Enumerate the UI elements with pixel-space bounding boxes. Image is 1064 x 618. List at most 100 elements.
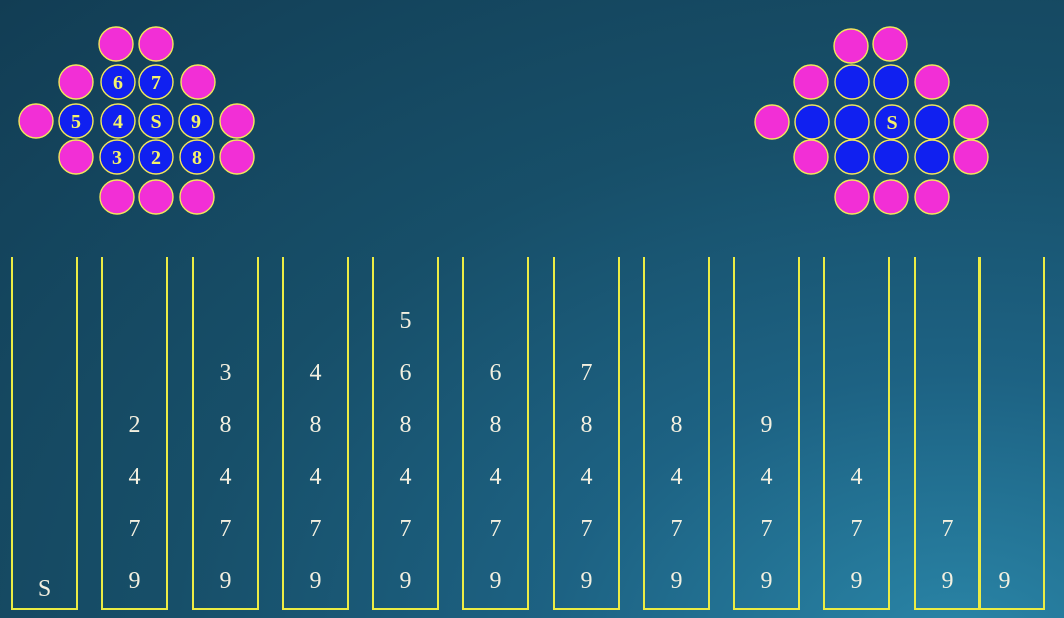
blue-circle [138, 103, 174, 139]
column-value: 7 [490, 516, 502, 542]
blue-circle [834, 64, 870, 100]
pink-circle [914, 64, 950, 100]
left-cell-pink [179, 179, 215, 215]
right-cell-blue [914, 139, 950, 175]
right-cell-pink [834, 179, 870, 215]
pink-circle [793, 64, 829, 100]
cell-label: 4 [113, 111, 123, 133]
pink-circle [138, 26, 174, 62]
column-border [192, 257, 259, 610]
column-border [282, 257, 349, 610]
cell-label: 2 [151, 147, 161, 169]
column-border [101, 257, 168, 610]
cell-label: 7 [151, 72, 161, 94]
left-cell-pink [138, 26, 174, 62]
right-cell-pink [833, 28, 869, 64]
blue-circle [834, 104, 870, 140]
left-cell-pink [219, 103, 255, 139]
column-value: 9 [310, 568, 322, 594]
column-border [553, 257, 620, 610]
left-cell-pink [180, 64, 216, 100]
column-value: 8 [671, 412, 683, 438]
column-10: 4 7 9 [823, 257, 890, 610]
column-border [11, 257, 78, 610]
column-value: 7 [581, 516, 593, 542]
column-value: 9 [761, 568, 773, 594]
right-cell-pink [793, 139, 829, 175]
column-value: 7 [671, 516, 683, 542]
blue-circle [100, 64, 136, 100]
column-value: 8 [490, 412, 502, 438]
column-value: 7 [220, 516, 232, 542]
blue-circle [873, 64, 909, 100]
right-cell-blue [873, 64, 909, 100]
column-value: 7 [761, 516, 773, 542]
cell-label: 3 [112, 147, 122, 169]
column-value: 7 [400, 516, 412, 542]
right-cell-blue [834, 139, 870, 175]
column-value: 2 [129, 412, 141, 438]
left-cell-pink [219, 139, 255, 175]
column-value: 9 [851, 568, 863, 594]
right-cell-pink [873, 179, 909, 215]
column-value: 8 [581, 412, 593, 438]
column-value: 4 [129, 464, 141, 490]
column-value: 7 [851, 516, 863, 542]
column-value: 8 [220, 412, 232, 438]
pink-circle [914, 179, 950, 215]
column-value: 7 [942, 516, 954, 542]
pink-circle [179, 179, 215, 215]
column-value: 7 [581, 360, 593, 386]
cell-label: 8 [192, 147, 202, 169]
cell-label: 6 [113, 72, 123, 94]
right-cell-pink [914, 64, 950, 100]
column-value: 6 [490, 360, 502, 386]
left-cell-pink [58, 64, 94, 100]
left-cell-blue: 7 [138, 64, 174, 100]
column-value: 9 [400, 568, 412, 594]
column-value: 9 [220, 568, 232, 594]
left-cell-pink [98, 26, 134, 62]
column-value: 9 [581, 568, 593, 594]
left-cell-blue: 9 [178, 103, 214, 139]
left-cell-pink [58, 139, 94, 175]
column-1: S [11, 257, 78, 610]
blue-circle [834, 139, 870, 175]
blue-circle [100, 103, 136, 139]
pink-circle [953, 139, 989, 175]
column-border [823, 257, 890, 610]
column-value: 4 [310, 464, 322, 490]
cell-label: 5 [71, 111, 81, 133]
left-cell-blue: 3 [99, 139, 135, 175]
left-cell-blue: 6 [100, 64, 136, 100]
right-hex-cluster: S [754, 26, 989, 215]
right-cell-blue [834, 104, 870, 140]
pink-circle [834, 179, 870, 215]
pink-circle [219, 103, 255, 139]
left-cell-pink [99, 179, 135, 215]
blue-circle [874, 104, 910, 140]
left-cell-blue: 8 [179, 139, 215, 175]
column-border [462, 257, 529, 610]
blue-circle [179, 139, 215, 175]
left-cell-blue: S [138, 103, 174, 139]
blue-circle [58, 103, 94, 139]
pink-circle [98, 26, 134, 62]
column-value: 4 [581, 464, 593, 490]
column-value: 4 [851, 464, 863, 490]
blue-circle [99, 139, 135, 175]
left-cell-pink [18, 103, 54, 139]
cell-label: S [886, 112, 897, 134]
column-value: 5 [400, 308, 412, 334]
pink-circle [793, 139, 829, 175]
right-cell-blue [794, 104, 830, 140]
left-cell-blue: 2 [138, 139, 174, 175]
blue-circle [873, 139, 909, 175]
